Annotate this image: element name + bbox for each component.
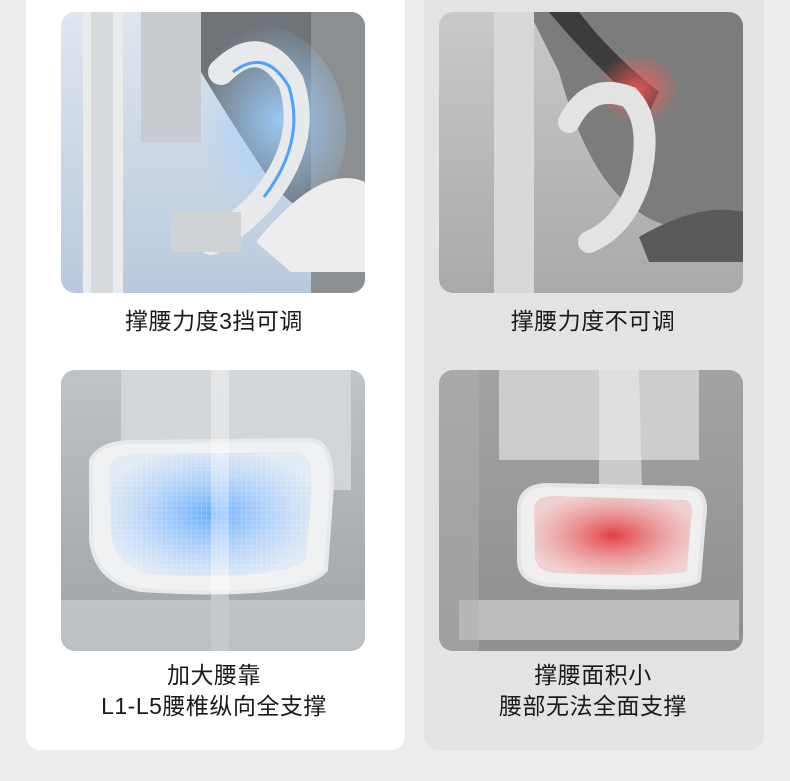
large-lumbar-image: [61, 370, 365, 651]
fixed-lumbar-image: [439, 12, 743, 293]
left-top-caption: 撑腰力度3挡可调: [125, 308, 303, 334]
right-bottom-caption-line-1: 撑腰面积小: [534, 662, 652, 688]
left-bottom-caption: 加大腰靠 L1-L5腰椎纵向全支撑: [44, 660, 384, 722]
small-lumbar-image: [439, 370, 743, 651]
left-bottom-caption-line-1: 加大腰靠: [167, 662, 261, 688]
right-bottom-caption-line-2: 腰部无法全面支撑: [499, 693, 687, 719]
right-top-caption: 撑腰力度不可调: [510, 308, 676, 334]
right-bottom-caption: 撑腰面积小 腰部无法全面支撑: [423, 660, 763, 722]
left-bottom-caption-line-2: L1-L5腰椎纵向全支撑: [101, 693, 327, 719]
adjustable-lumbar-image: [61, 12, 365, 293]
